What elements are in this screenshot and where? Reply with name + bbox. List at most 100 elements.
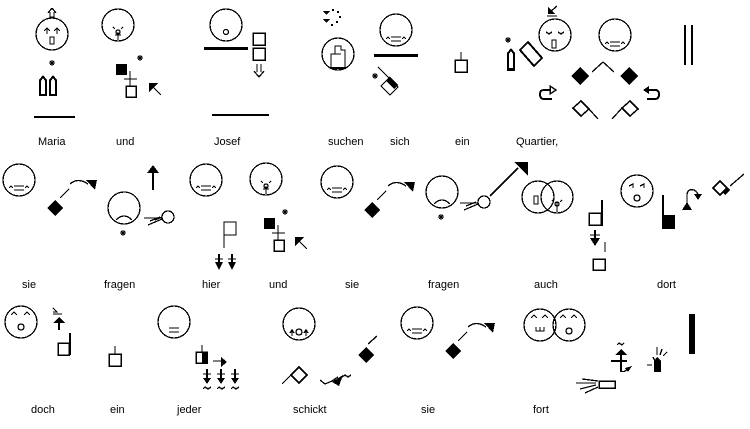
hand-shape-icon (507, 48, 515, 71)
eye-arrows-icon (43, 27, 61, 34)
sign-jeder (157, 305, 240, 390)
face-mark-icon (112, 26, 124, 40)
down-arrow-icon (253, 64, 265, 79)
body-line-icon (212, 114, 269, 116)
head-circle-icon (101, 8, 135, 42)
diagonal-up-arrow-icon (489, 162, 528, 197)
filled-diamond-icon (358, 347, 374, 363)
hand-shape-icon (330, 45, 346, 69)
head-circle-icon (4, 305, 38, 339)
hand-square-icon (454, 52, 468, 73)
head-circle-icon (425, 175, 459, 209)
end-mark-double-bar (684, 25, 693, 65)
sign-quartier (505, 5, 661, 120)
hand-square-icon (195, 345, 208, 364)
head-circle-icon (189, 163, 223, 197)
word-hier: hier (202, 279, 221, 291)
word-fragen-2: fragen (428, 279, 460, 291)
word-ein-2: ein (110, 404, 125, 416)
head-circle-icon (620, 174, 654, 208)
diagonal-arrow-icon (149, 83, 162, 96)
double-head-icon (521, 180, 574, 214)
sign-hier (189, 163, 237, 270)
hand-diamond-icon (377, 66, 399, 96)
hand-diamond-icon (281, 365, 309, 385)
head-circle-icon (538, 18, 572, 52)
contact-star-icon (505, 37, 511, 43)
hand-square-icon (252, 32, 266, 61)
word-schickt: schickt (293, 404, 327, 416)
hand-shape-icon (662, 195, 675, 229)
up-arrow-icon (147, 165, 159, 190)
contact-star-icon (49, 60, 55, 66)
word-jeder: jeder (177, 404, 202, 416)
word-doch: doch (31, 404, 55, 416)
word-dort: dort (657, 279, 676, 291)
rotation-left-icon (538, 84, 558, 100)
sign-sie-3 (400, 306, 495, 359)
eyebrows-icon (10, 311, 31, 316)
body-line-icon (34, 116, 75, 118)
word-und-2: und (269, 279, 288, 291)
diagonal-arrow-icon (295, 237, 308, 250)
head-circle-icon (249, 162, 283, 196)
head-circle-icon (321, 37, 355, 71)
word-sich: sich (390, 136, 410, 148)
sign-maria (34, 7, 75, 118)
sign-fragen-2 (425, 162, 528, 220)
down-arrow-icon (590, 230, 600, 246)
hand-square-icon (57, 333, 71, 356)
end-mark-bar (689, 314, 695, 354)
word-auch: auch (534, 279, 558, 291)
triple-down-arrow-icon (202, 369, 240, 390)
contact-star-icon (372, 73, 378, 79)
hand-shape-icon (576, 378, 616, 394)
head-circle-icon (379, 13, 413, 47)
mouth-icon (195, 185, 217, 191)
hand-shape-icon (144, 210, 175, 226)
hand-shape-icon (39, 75, 57, 96)
hand-square-icon (588, 200, 603, 226)
word-fort: fort (533, 404, 549, 416)
arrowhead-icon (86, 180, 97, 190)
hand-diamond-icon (711, 173, 745, 197)
word-sie-2: sie (345, 279, 360, 291)
head-circle-icon (282, 307, 316, 341)
sign-schickt (281, 307, 378, 386)
mouth-icon (406, 328, 428, 334)
sign-josef (204, 8, 269, 116)
contact-star-icon (137, 55, 143, 61)
hand-square-icon (108, 346, 122, 367)
sign-ein-2 (108, 346, 122, 367)
head-circle-icon (209, 8, 243, 42)
filled-diamond-icon (364, 202, 380, 218)
contact-star-icon (438, 214, 444, 220)
down-left-arrow-icon (547, 5, 558, 17)
head-circle-icon (320, 165, 354, 199)
word-maria: Maria (38, 136, 66, 148)
sign-ein (454, 52, 468, 73)
right-arrow-icon (213, 357, 227, 367)
curved-arrow-icon (682, 188, 702, 210)
word-josef: Josef (214, 136, 241, 148)
word-sie-1: sie (22, 279, 37, 291)
face-mark-icon (260, 180, 272, 194)
mouth-icon (385, 36, 407, 42)
eyebrows-icon (530, 314, 578, 319)
wavy-arrow-icon (319, 374, 352, 386)
double-head-icon (523, 308, 586, 342)
hollow-diamond-icon (571, 99, 640, 118)
shoulder-line-icon (204, 47, 248, 50)
word-fragen-1: fragen (104, 279, 136, 291)
sign-suchen (321, 9, 355, 71)
double-bar-icon (684, 25, 693, 65)
cheek-arrows-icon (289, 328, 309, 336)
sign-sie-1 (2, 163, 97, 216)
word-und: und (116, 136, 135, 148)
sign-sie-2 (320, 165, 415, 218)
filled-diamond-icon (47, 200, 63, 216)
closed-eyes-icon (545, 31, 565, 35)
word-sie-3: sie (421, 404, 436, 416)
double-down-arrow-icon (215, 254, 236, 270)
